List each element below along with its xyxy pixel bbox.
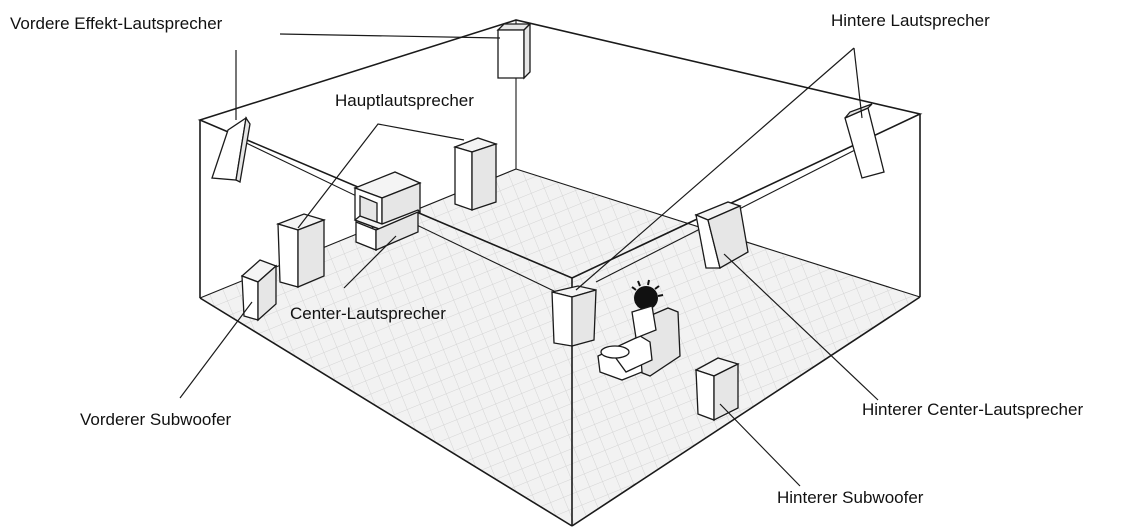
label-front-effect-speakers: Vordere Effekt-Lautsprecher [10,14,223,33]
rear-center-speaker [694,201,749,269]
leader-rear-speakers-b [853,47,863,119]
label-rear-speakers: Hintere Lautsprecher [831,11,990,30]
leader-main-speakers [297,123,465,229]
top-speaker [496,22,532,80]
tv-set [353,171,422,251]
main-speaker-back [452,137,499,211]
label-front-subwoofer: Vorderer Subwoofer [80,410,232,429]
leader-front-effect-top [279,33,501,39]
room-floor [200,169,920,526]
rear-speaker-left [551,285,597,347]
leader-center [343,235,397,289]
main-speaker-front [275,213,327,288]
listener-chair [597,279,681,381]
rear-speaker-right [844,103,885,179]
leader-rear-speakers-a [575,47,855,291]
front-subwoofer [240,259,278,322]
label-center-speaker: Center-Lautsprecher [290,304,446,323]
front-effect-speaker [211,116,251,183]
listener-head [634,286,658,310]
room-floor-edge-right [571,296,921,527]
label-main-speakers: Hauptlautsprecher [335,91,474,110]
room-floor-edge-left [199,297,573,527]
leader-rear-subwoofer [719,403,801,487]
rear-subwoofer [694,357,740,422]
leader-rear-center [723,253,879,401]
leader-front-subwoofer [179,301,253,399]
label-rear-subwoofer: Hinterer Subwoofer [777,488,924,507]
label-rear-center-speaker: Hinterer Center-Lautsprecher [862,400,1083,419]
